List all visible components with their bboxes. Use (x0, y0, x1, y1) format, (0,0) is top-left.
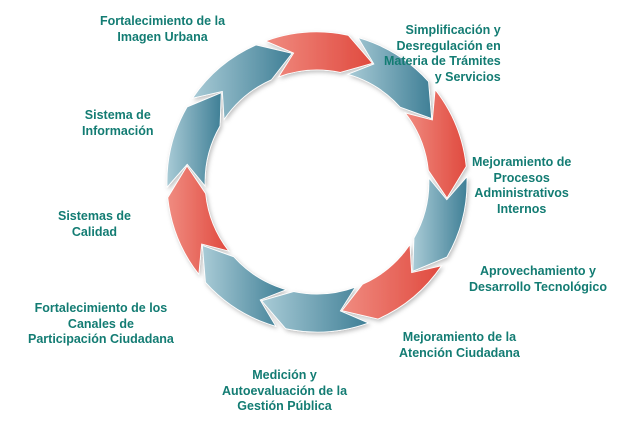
label-medicion-autoevaluacion: Medición y Autoevaluación de la Gestión … (222, 368, 347, 415)
label-line: Mejoramiento de (472, 155, 572, 169)
cycle-arrow-blue (346, 37, 433, 120)
label-line: Atención Ciudadana (399, 345, 520, 360)
label-line: Materia de Trámites (384, 54, 501, 68)
label-line: Mejoramiento de la (402, 330, 517, 344)
label-line: Procesos (493, 170, 550, 185)
cycle-arrow-blue (191, 44, 293, 121)
cycle-arrow-blue (412, 175, 468, 272)
cycle-arrow-red (167, 165, 230, 276)
cycle-arrow-blue (201, 244, 288, 327)
label-mejoramiento-atencion: Mejoramiento de la Atención Ciudadana (399, 330, 520, 361)
label-aprovechamiento-tecnologico: Aprovechamiento y Desarrollo Tecnológico (469, 264, 607, 295)
label-line: Administrativos (474, 186, 569, 200)
label-line: Aprovechamiento y (479, 264, 596, 278)
label-simplificacion-desregulacion: Simplificación y Desregulación en Materi… (384, 23, 501, 85)
label-sistemas-calidad: Sistemas de Calidad (58, 209, 131, 240)
label-line: Calidad (71, 224, 118, 239)
label-line: Imagen Urbana (117, 29, 208, 44)
label-fortalecimiento-imagen-urbana: Fortalecimiento de la Imagen Urbana (100, 14, 225, 45)
label-line: y Servicios (434, 69, 501, 84)
label-line: Autoevaluación de la (222, 383, 348, 398)
label-line: Simplificación y (405, 23, 501, 37)
cycle-arrow-red (264, 31, 374, 78)
cycle-arrow-red (341, 243, 443, 320)
cycle-arrow-red (404, 88, 467, 199)
label-line: Participación Ciudadana (28, 332, 174, 346)
label-line: Internos (497, 201, 547, 216)
label-line: Desregulación en (396, 38, 501, 53)
label-line: Fortalecimiento de la (100, 14, 226, 28)
label-line: Sistemas de (58, 209, 131, 223)
label-line: Desarrollo Tecnológico (469, 279, 607, 294)
label-line: Fortalecimiento de los (34, 301, 168, 315)
label-line: Información (82, 123, 154, 138)
label-line: Medición y (252, 368, 317, 382)
label-sistema-informacion: Sistema de Información (82, 108, 154, 139)
cycle-arrow-blue (260, 286, 370, 333)
label-fortalecimiento-participacion: Fortalecimiento de los Canales de Partic… (28, 301, 174, 348)
label-line: Gestión Pública (237, 399, 332, 413)
label-mejoramiento-procesos: Mejoramiento de Procesos Administrativos… (472, 155, 571, 217)
cycle-arrow-blue (166, 92, 222, 189)
label-line: Canales de (67, 316, 134, 331)
label-line: Sistema de (84, 108, 151, 122)
